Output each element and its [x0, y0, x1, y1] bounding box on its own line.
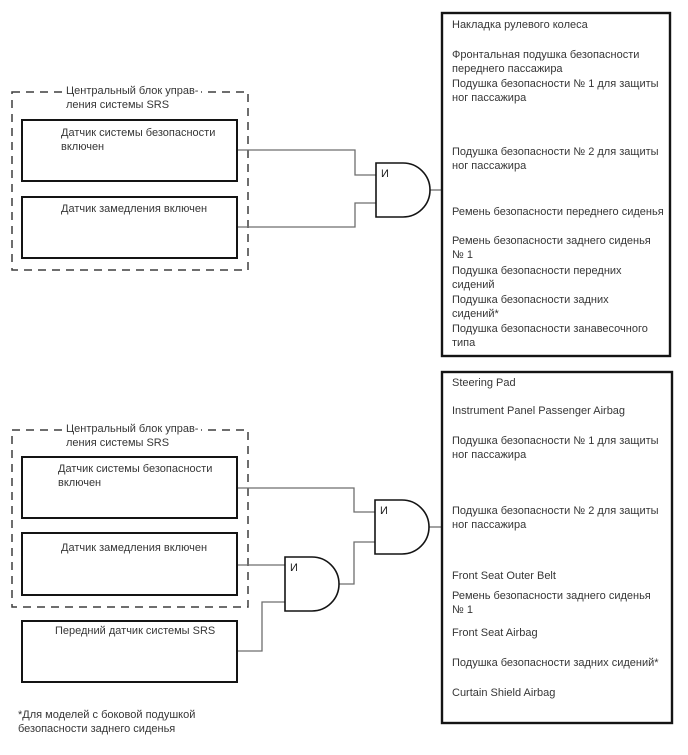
output-item: Front Seat Airbag [452, 627, 538, 639]
top-safing-sensor-box [21, 119, 238, 182]
output-item: Curtain Shield Airbag [452, 687, 556, 699]
and-gate-top [375, 162, 431, 218]
bottom-safing-sensor-box [21, 456, 238, 519]
connector-front-sensor-to-gate [237, 601, 285, 652]
footnote: *Для моделей с боковой подушкой безопасн… [18, 709, 196, 735]
control-unit-label-top: Центральный блок управ- ления системы SR… [63, 84, 202, 112]
output-item: Накладка рулевого колеса [452, 19, 588, 31]
output-item: Ремень безопасности переднего сиденья [452, 206, 664, 218]
top-safing-sensor-label: Датчик системы безопасности включен [61, 127, 216, 153]
output-panel-bottom [440, 370, 674, 725]
top-deceleration-sensor-box [21, 196, 238, 259]
connector-lines [237, 149, 442, 652]
output-item: Instrument Panel Passenger Airbag [452, 405, 626, 417]
output-item: Подушка безопасности задних сидений* [452, 294, 609, 320]
bottom-safing-sensor-label: Датчик системы безопасности включен [58, 463, 213, 489]
connector-bottom-sensor1-to-gate [237, 487, 375, 513]
top-deceleration-sensor-label: Датчик замедления включен [61, 203, 208, 215]
output-item: Подушка безопасности № 2 для защиты ног … [452, 505, 659, 531]
output-item: Подушка безопасности занавесочного типа [452, 323, 648, 349]
output-item: Front Seat Outer Belt [452, 570, 556, 582]
output-panel-top [440, 11, 672, 358]
bottom-deceleration-sensor-label: Датчик замедления включен [61, 542, 208, 554]
sensor-boxes [21, 119, 238, 683]
output-item: Подушка безопасности передних сидений [452, 265, 622, 291]
connector-top-sensor1-to-gate [237, 149, 376, 176]
output-item: Подушка безопасности задних сидений* [452, 657, 659, 669]
connector-lower-gate-to-upper-gate [339, 541, 375, 585]
control-unit-label-bottom: Центральный блок управ- ления системы SR… [63, 422, 202, 450]
and-gates [284, 162, 431, 612]
and-gate-top-label: И [381, 168, 389, 180]
bottom-deceleration-sensor-box [21, 532, 238, 596]
output-item: Подушка безопасности № 2 для защиты ног … [452, 146, 659, 172]
output-item: Ремень безопасности заднего сиденья № 1 [452, 235, 651, 261]
output-item: Подушка безопасности № 1 для защиты ног … [452, 78, 659, 104]
and-gate-bottom-lower [284, 556, 340, 612]
output-item: Steering Pad [452, 377, 516, 389]
and-gate-bottom-upper-label: И [380, 505, 388, 517]
output-item: Подушка безопасности № 1 для защиты ног … [452, 435, 659, 461]
output-item: Фронтальная подушка безопасности передне… [452, 49, 640, 75]
front-srs-sensor-box [21, 620, 238, 683]
and-gate-bottom-lower-label: И [290, 562, 298, 574]
front-srs-sensor-label: Передний датчик системы SRS [55, 625, 216, 637]
connector-top-sensor2-to-gate [237, 202, 376, 228]
output-item: Ремень безопасности заднего сиденья № 1 [452, 590, 651, 616]
and-gate-bottom-upper [374, 499, 430, 555]
